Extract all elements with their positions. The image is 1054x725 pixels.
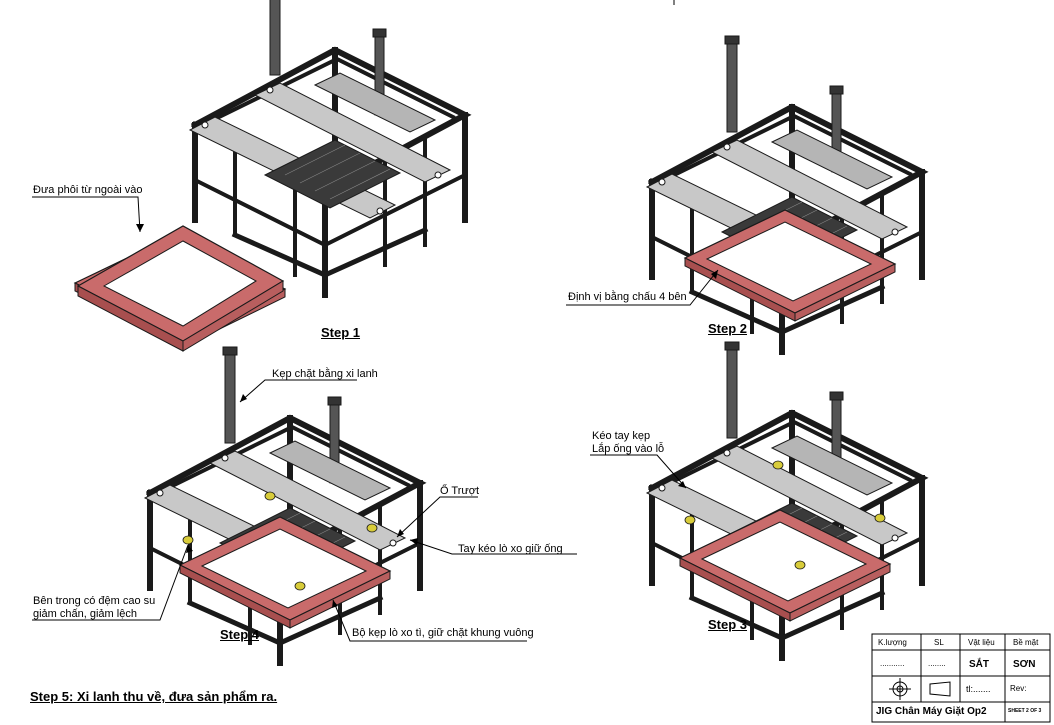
tb-header-surface: Bề mặt (1013, 638, 1039, 647)
title-block-grid (871, 633, 1051, 723)
tb-header-material: Vật liệu (968, 638, 995, 647)
tb-material-value: SẮT (969, 659, 989, 670)
tb-header-weight: K.lượng (878, 638, 907, 647)
step4-label: Step 4 (220, 627, 260, 642)
tb-surface-value: SƠN (1013, 659, 1036, 670)
annotation-slide-bearing: Ổ Trượt (440, 485, 480, 497)
annotation-rubber-pad-2: giảm chấn, giảm lệch (33, 608, 137, 620)
tb-title: JIG Chân Máy Giặt Op2 (876, 706, 987, 717)
annotation-spring-clamp: Bộ kẹp lò xo tì, giữ chặt khung vuông (352, 627, 534, 639)
annotation-insert-tube: Lắp ống vào lỗ (592, 443, 665, 455)
step4-assembly (145, 347, 420, 663)
annotation-cylinder-clamp: Kẹp chặt bằng xi lanh (272, 368, 378, 380)
step3-assembly (647, 342, 922, 658)
tb-sheet: SHEET 2 OF 3 (1008, 708, 1042, 714)
projection-symbol-icon (889, 678, 951, 700)
tb-rev: Rev: (1010, 684, 1027, 693)
step5-label: Step 5: Xi lanh thu về, đưa sản phẩm ra. (30, 689, 278, 704)
step3-label: Step 3 (708, 617, 748, 632)
step1-label: Step 1 (321, 325, 361, 340)
tb-sl-value: ........ (928, 659, 946, 668)
annotation-spring-handle: Tay kéo lò xo giữ ống (458, 543, 563, 555)
annotation-locate: Định vị bằng chấu 4 bên (568, 291, 687, 303)
tb-header-qty: SL (934, 638, 944, 647)
annotation-pull-handle: Kéo tay kẹp (592, 430, 651, 442)
annotation-feed-blank: Đưa phôi từ ngoài vào (33, 184, 143, 196)
step2-label: Step 2 (708, 321, 748, 336)
tb-scale: tl:....... (966, 684, 991, 694)
annotation-rubber-pad-1: Bên trong có đệm cao su (33, 595, 156, 607)
tb-qty-value: ........... (880, 659, 905, 668)
